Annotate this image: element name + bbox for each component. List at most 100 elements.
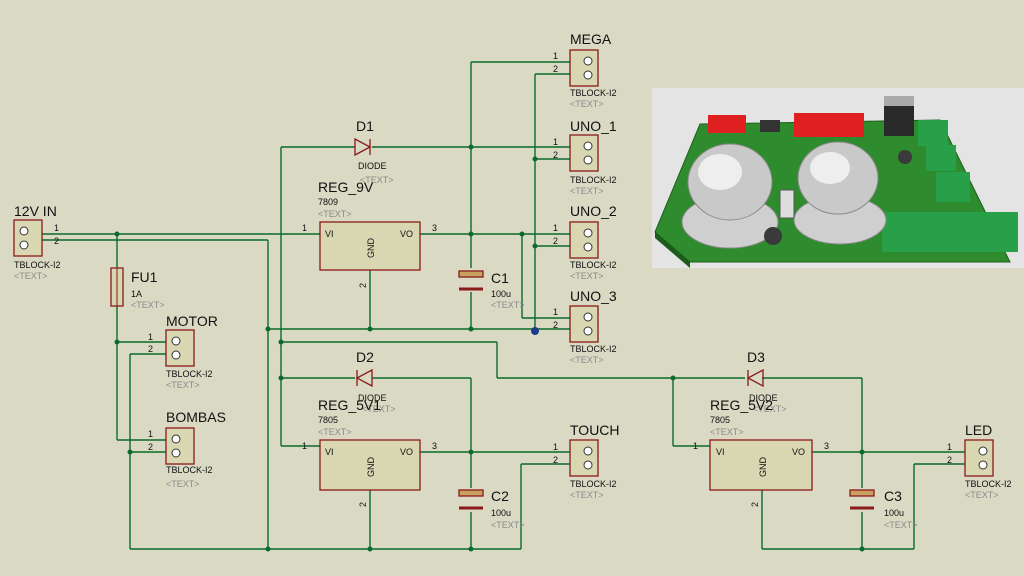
pin-label: 2 [553, 320, 558, 330]
junctions [114, 144, 865, 552]
regulator-reg-5v2-text: <TEXT> [710, 427, 744, 437]
capacitor-c2-name: C2 [491, 488, 509, 504]
pin-label: 1 [54, 223, 59, 233]
capacitor-c1-name: C1 [491, 270, 509, 286]
pin-label: 3 [432, 223, 437, 233]
pin-label: 1 [553, 442, 558, 452]
regulator-gnd-label: GND [758, 457, 768, 478]
regulator-vo-label: VO [792, 447, 805, 457]
pin-label: 2 [947, 455, 952, 465]
terminal-block [936, 172, 970, 202]
regulator-reg-5v2-part: 7805 [710, 415, 730, 425]
terminal-touch-text: <TEXT> [570, 490, 604, 500]
pin-label: 3 [432, 441, 437, 451]
terminal-touch-label: TOUCH [570, 422, 620, 438]
diode-d1-name: D1 [356, 118, 374, 134]
terminal-uno-3-label: UNO_3 [570, 288, 617, 304]
pin-label: 2 [358, 502, 368, 507]
regulator-vo-label: VO [400, 229, 413, 239]
terminal-mega-part: TBLOCK-I2 [570, 88, 617, 98]
terminal-uno-2-label: UNO_2 [570, 203, 617, 219]
pin-label: 1 [148, 332, 153, 342]
terminal-led-label: LED [965, 422, 992, 438]
terminal-mega-label: MEGA [570, 31, 612, 47]
regulator-reg-9v-part: 7809 [318, 197, 338, 207]
pin-label: 2 [148, 442, 153, 452]
terminal-block [926, 145, 956, 171]
terminal-led[interactable]: LED 1 2 TBLOCK-I2 <TEXT> [947, 422, 1012, 500]
pin-label: 3 [824, 441, 829, 451]
terminal-mega[interactable]: MEGA 1 2 TBLOCK-I2 <TEXT> [553, 31, 617, 109]
terminal-uno-1-label: UNO_1 [570, 118, 617, 134]
capacitor-c1[interactable]: C1 100u <TEXT> [458, 270, 525, 310]
terminal-bombas-label: BOMBAS [166, 409, 226, 425]
capacitor-c3-name: C3 [884, 488, 902, 504]
regulator-vi-label: VI [325, 229, 334, 239]
terminal-uno-2-part: TBLOCK-I2 [570, 260, 617, 270]
diode-d2[interactable]: D2 DIODE <TEXT> [355, 349, 396, 414]
terminal-motor-text: <TEXT> [166, 380, 200, 390]
terminal-uno-1[interactable]: UNO_1 1 2 TBLOCK-I2 <TEXT> [553, 118, 617, 196]
terminal-12v-in-text: <TEXT> [14, 271, 48, 281]
regulator-reg-5v1[interactable]: REG_5V1 7805 <TEXT> VI VO GND 1 3 2 [302, 397, 437, 507]
regulator-vi-label: VI [325, 447, 334, 457]
terminal-uno-3-part: TBLOCK-I2 [570, 344, 617, 354]
pin-label: 2 [553, 236, 558, 246]
regulator-reg-5v1-name: REG_5V1 [318, 397, 381, 413]
terminal-bombas-part: TBLOCK-I2 [166, 465, 213, 475]
terminal-12v-in[interactable]: 12V IN 1 2 TBLOCK-I2 <TEXT> [13, 203, 61, 281]
diode-d2-name: D2 [356, 349, 374, 365]
diode-d1[interactable]: D1 DIODE <TEXT> [354, 118, 394, 185]
diode-d1-part: DIODE [358, 161, 387, 171]
terminal-touch[interactable]: TOUCH 1 2 TBLOCK-I2 <TEXT> [553, 422, 620, 500]
terminal-bombas-text: <TEXT> [166, 479, 200, 489]
pin-label: 1 [553, 137, 558, 147]
diode-d3-name: D3 [747, 349, 765, 365]
capacitor-c1-text: <TEXT> [491, 300, 525, 310]
pin-label: 1 [553, 307, 558, 317]
pin-label: 2 [54, 236, 59, 246]
capacitor-3d [764, 227, 782, 245]
regulator-reg-5v2-name: REG_5V2 [710, 397, 773, 413]
capacitor-c2[interactable]: C2 100u <TEXT> [458, 488, 525, 530]
diode-d3[interactable]: D3 DIODE <TEXT> [746, 349, 787, 414]
terminal-motor-label: MOTOR [166, 313, 218, 329]
fuse-fu1[interactable]: FU1 1A <TEXT> [110, 267, 165, 310]
terminal-touch-part: TBLOCK-I2 [570, 479, 617, 489]
regulator-gnd-label: GND [366, 238, 376, 259]
regulator-reg-5v2[interactable]: REG_5V2 7805 <TEXT> VI VO GND 1 3 2 [693, 397, 829, 507]
terminal-uno-3[interactable]: UNO_3 1 2 TBLOCK-I2 <TEXT> [553, 288, 617, 365]
terminal-uno-3-text: <TEXT> [570, 355, 604, 365]
diode-d1-text: <TEXT> [360, 175, 394, 185]
diode-d2-part: DIODE [358, 393, 387, 403]
terminal-uno-2-text: <TEXT> [570, 271, 604, 281]
terminal-12v-in-label: 12V IN [14, 203, 57, 219]
regulator-reg-9v[interactable]: REG_9V 7809 <TEXT> VI VO GND 1 3 2 [302, 179, 437, 288]
terminal-12v-in-part: TBLOCK-I2 [14, 260, 61, 270]
terminal-bombas[interactable]: BOMBAS 1 2 TBLOCK-I2 <TEXT> [148, 409, 226, 489]
regulator-vo-label: VO [400, 447, 413, 457]
regulator-reg-9v-text: <TEXT> [318, 209, 352, 219]
regulator-reg-5v1-part: 7805 [318, 415, 338, 425]
terminal-uno-1-text: <TEXT> [570, 186, 604, 196]
pin-label: 2 [358, 283, 368, 288]
pin-label: 1 [302, 223, 307, 233]
capacitor-c3[interactable]: C3 100u <TEXT> [849, 488, 918, 530]
diode-d3-text: <TEXT> [753, 404, 787, 414]
capacitor-c3-value: 100u [884, 508, 904, 518]
terminal-led-part: TBLOCK-I2 [965, 479, 1012, 489]
pin-label: 1 [553, 51, 558, 61]
diode-d3-part: DIODE [749, 393, 778, 403]
regulator-reg-5v1-text: <TEXT> [318, 427, 352, 437]
terminal-motor[interactable]: MOTOR 1 2 TBLOCK-I2 <TEXT> [148, 313, 218, 390]
regulator-gnd-label: GND [366, 457, 376, 478]
terminal-led-text: <TEXT> [965, 490, 999, 500]
pin-label: 2 [553, 150, 558, 160]
pin-label: 2 [148, 344, 153, 354]
pin-label: 1 [302, 441, 307, 451]
terminal-uno-1-part: TBLOCK-I2 [570, 175, 617, 185]
red-header [708, 115, 746, 133]
terminal-uno-2[interactable]: UNO_2 1 2 TBLOCK-I2 <TEXT> [553, 203, 617, 281]
terminal-block [882, 212, 1018, 252]
